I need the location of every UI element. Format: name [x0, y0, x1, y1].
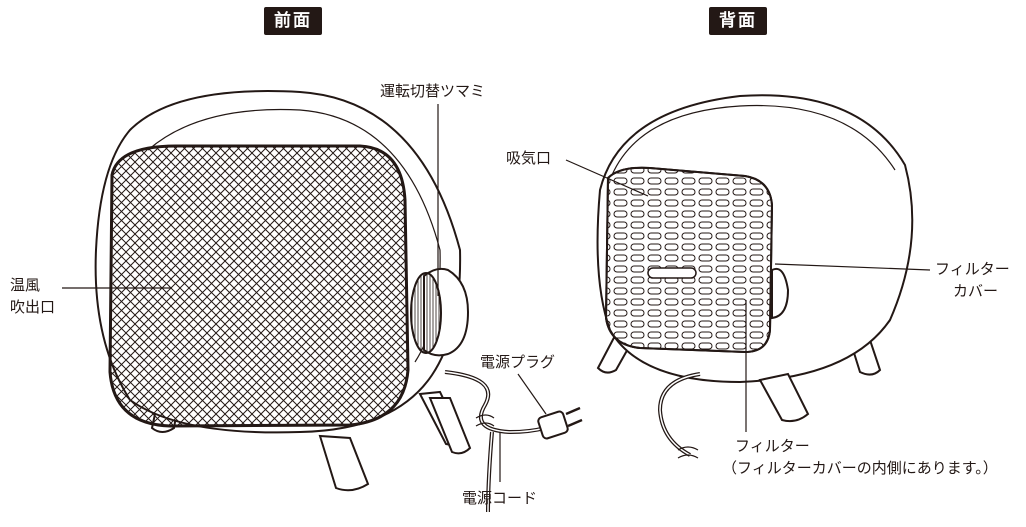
- leader-filter-cover: [774, 263, 931, 271]
- label-plug: 電源プラグ: [480, 353, 556, 371]
- back-body-rim: [611, 104, 896, 176]
- label-outlet-line1: 温風: [10, 276, 41, 294]
- label-intake: 吸気口: [506, 149, 552, 167]
- label-cord: 電源コード: [462, 489, 538, 507]
- label-filter-cover-line2: カバー: [953, 282, 999, 300]
- front-heater: [94, 90, 583, 513]
- back-heater: [596, 94, 914, 457]
- label-filter-note: （フィルターカバーの内側にあります。）: [722, 459, 998, 477]
- front-left-leg: [318, 434, 370, 492]
- back-cord-break: [677, 446, 699, 459]
- front-right-leg: [428, 397, 472, 455]
- label-filter: フィルター: [735, 437, 810, 455]
- back-side-knob: [771, 268, 790, 320]
- back-vent-panel: [604, 166, 774, 354]
- back-view-badge: 背面: [709, 7, 767, 35]
- front-face: [108, 144, 410, 428]
- label-outlet-line2: 吹出口: [10, 298, 56, 316]
- leader-lines: [62, 104, 931, 482]
- back-front-left-leg: [758, 372, 810, 423]
- label-knob: 運転切替ツマミ: [380, 82, 486, 100]
- leader-intake: [565, 159, 649, 197]
- front-plug-body: [537, 410, 569, 440]
- back-power-cord: [657, 372, 701, 457]
- front-cord-break: [475, 414, 495, 427]
- back-filter-tab: [647, 267, 697, 279]
- leader-plug: [517, 373, 547, 415]
- label-filter-cover-line1: フィルター: [935, 260, 1010, 278]
- front-view-badge: 前面: [264, 7, 322, 35]
